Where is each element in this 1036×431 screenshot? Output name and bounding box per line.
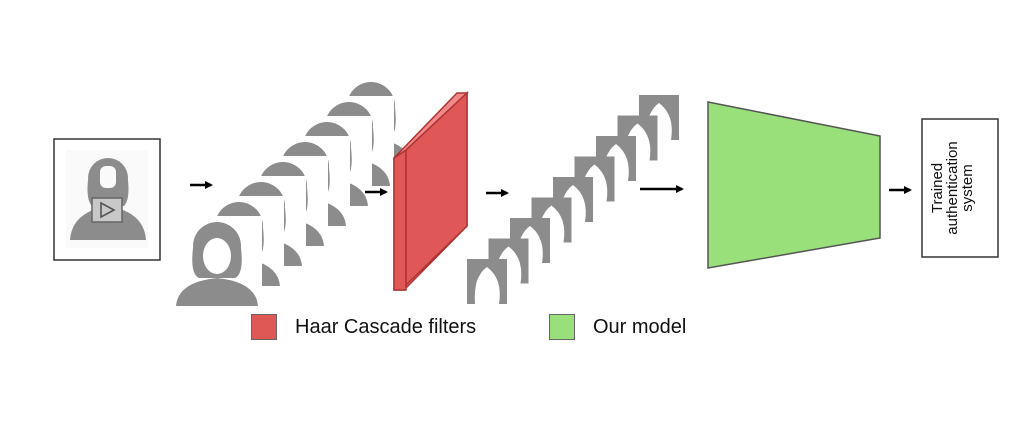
input-video-box — [53, 138, 161, 261]
output-box-label: Trained authentication system — [929, 124, 976, 252]
cropped-face-icon — [467, 259, 507, 304]
output-line-2: authentication — [944, 141, 961, 235]
face-frame-icon — [172, 216, 262, 306]
cropped-face-stack — [467, 95, 679, 304]
video-face-icon — [70, 158, 146, 240]
output-line-3: system — [959, 164, 976, 212]
legend-swatch-model — [549, 314, 575, 340]
face-frame-stack — [172, 76, 416, 306]
legend-label-haar: Haar Cascade filters — [295, 315, 477, 338]
output-line-1: Trained — [929, 162, 946, 214]
legend-item-model: Our model — [549, 314, 686, 340]
legend-label-model: Our model — [593, 315, 687, 338]
output-box — [921, 118, 999, 258]
legend-swatch-haar — [251, 314, 277, 340]
model-block — [707, 101, 881, 269]
haar-filter-block — [393, 91, 469, 291]
legend-item-haar: Haar Cascade filters — [251, 314, 476, 340]
